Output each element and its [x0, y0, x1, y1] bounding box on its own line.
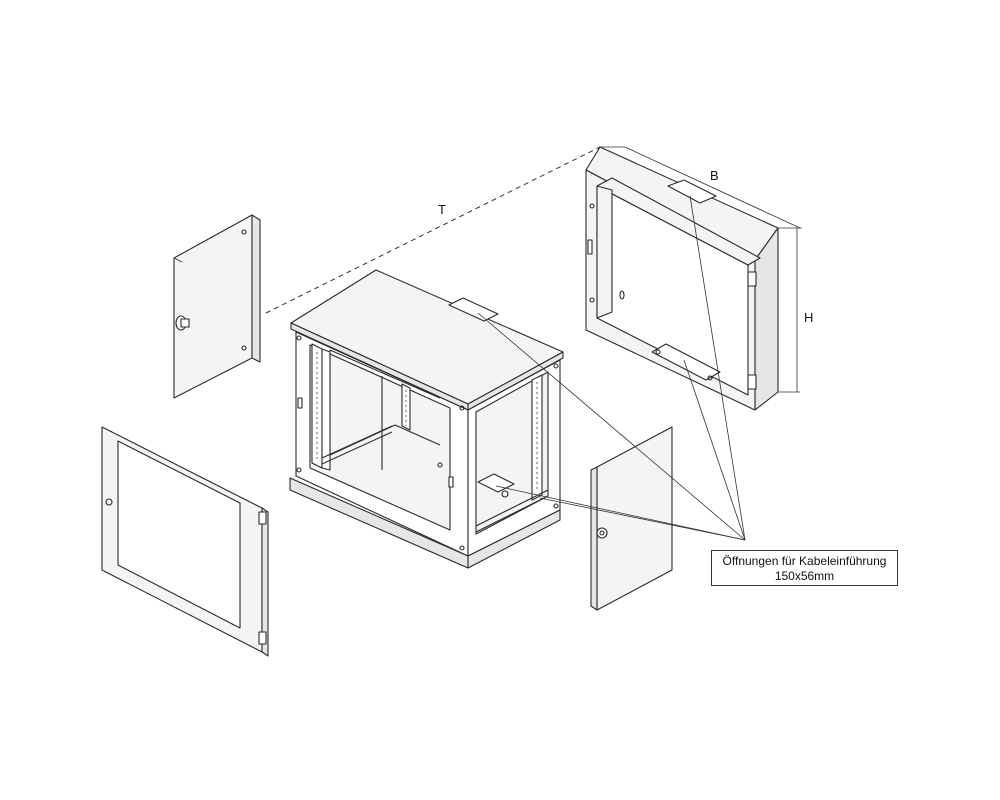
hinge-icon [747, 374, 757, 390]
height-label: H [804, 310, 813, 325]
side-panel-right [590, 426, 673, 611]
cable-opening-callout: Öffnungen für Kabeleinführung 150x56mm [711, 550, 898, 586]
lock-icon [596, 527, 608, 539]
hinge-icon [747, 271, 757, 287]
width-dimension: B [600, 146, 802, 229]
top-cable-opening [448, 297, 499, 322]
bottom-cable-opening [477, 473, 515, 493]
screw-icon [241, 345, 247, 351]
rack-rail [401, 383, 411, 431]
callout-leaders [477, 195, 746, 541]
side-panel-left [173, 214, 261, 399]
glass-pane [117, 440, 241, 629]
door-lock-icon [105, 498, 113, 506]
main-cabinet [289, 269, 564, 569]
width-label: B [710, 168, 719, 183]
rear-cable-opening-top [667, 179, 717, 204]
callout-line1: Öffnungen für Kabeleinführung [722, 554, 887, 568]
hinge-icon [258, 631, 267, 645]
screw-icon [241, 229, 247, 235]
hinge-icon [258, 511, 267, 525]
lock-icon [175, 315, 190, 331]
rack-rail [531, 374, 543, 501]
callout-line2: 150x56mm [774, 569, 835, 583]
rack-rail [311, 343, 331, 471]
glass-door [101, 426, 269, 657]
rear-wall-frame [585, 146, 779, 411]
height-dimension: H [776, 228, 813, 393]
depth-dimension: T [265, 146, 601, 314]
depth-label: T [438, 202, 446, 217]
